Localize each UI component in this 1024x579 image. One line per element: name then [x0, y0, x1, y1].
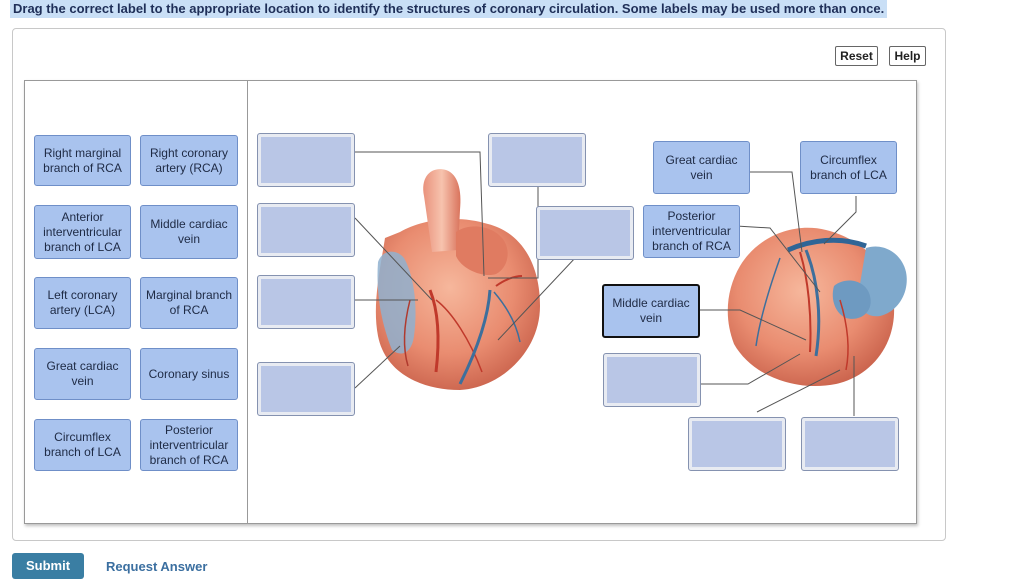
drop-target-3[interactable] — [257, 275, 355, 329]
drop-target-1[interactable] — [257, 133, 355, 187]
instructions: Drag the correct label to the appropriat… — [10, 0, 888, 18]
request-answer-link[interactable]: Request Answer — [106, 559, 208, 574]
placed-label-posterior-interventricular[interactable]: Posterior interventricular branch of RCA — [643, 205, 740, 258]
aorta — [423, 169, 461, 252]
anterior-heart — [375, 169, 540, 390]
drop-target-6[interactable] — [536, 206, 634, 260]
bank-label-posterior-interventricular[interactable]: Posterior interventricular branch of RCA — [140, 419, 238, 471]
submit-button[interactable]: Submit — [12, 553, 84, 579]
right-atrium — [377, 251, 416, 354]
pulmonary-trunk — [456, 226, 508, 276]
bank-label-great-cardiac-vein[interactable]: Great cardiac vein — [34, 348, 131, 400]
help-button[interactable]: Help — [889, 46, 926, 66]
bank-label-marginal-branch[interactable]: Marginal branch of RCA — [140, 277, 238, 329]
bank-label-middle-cardiac-vein[interactable]: Middle cardiac vein — [140, 205, 238, 259]
placed-label-circumflex-branch[interactable]: Circumflex branch of LCA — [800, 141, 897, 194]
bank-label-anterior-interventricular[interactable]: Anterior interventricular branch of LCA — [34, 205, 131, 259]
drop-target-5[interactable] — [488, 133, 586, 187]
posterior-heart-muscle — [727, 227, 895, 387]
drop-target-7[interactable] — [603, 353, 701, 407]
posterior-heart — [727, 227, 907, 387]
drop-target-4[interactable] — [257, 362, 355, 416]
drop-target-8[interactable] — [688, 417, 786, 471]
coronary-sinus-art — [786, 237, 867, 253]
drop-target-2[interactable] — [257, 203, 355, 257]
drop-target-9[interactable] — [801, 417, 899, 471]
bank-label-circumflex-branch[interactable]: Circumflex branch of LCA — [34, 419, 131, 471]
placed-label-great-cardiac-vein[interactable]: Great cardiac vein — [653, 141, 750, 194]
bank-label-coronary-sinus[interactable]: Coronary sinus — [140, 348, 238, 400]
bank-label-left-coronary-artery[interactable]: Left coronary artery (LCA) — [34, 277, 131, 329]
reset-button[interactable]: Reset — [835, 46, 878, 66]
bank-divider — [247, 80, 248, 524]
placed-label-middle-cardiac-vein[interactable]: Middle cardiac vein — [602, 284, 700, 338]
bank-label-right-coronary-artery[interactable]: Right coronary artery (RCA) — [140, 135, 238, 186]
bank-label-right-marginal-branch[interactable]: Right marginal branch of RCA — [34, 135, 131, 186]
